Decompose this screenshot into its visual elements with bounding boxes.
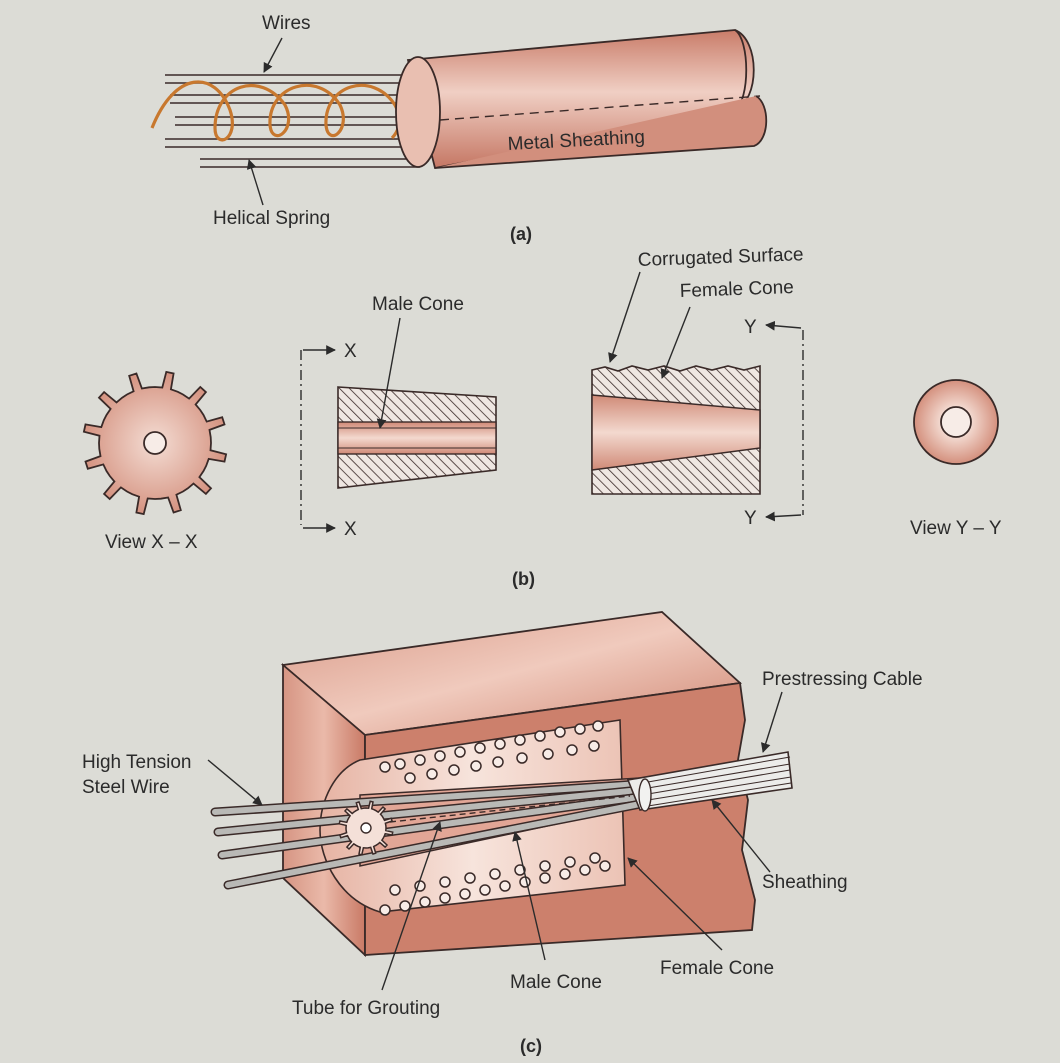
female-cone-label-c: Female Cone — [660, 958, 774, 979]
section-mark-x-bottom: X — [344, 519, 357, 540]
grout-hole — [434, 750, 446, 762]
figure-c: Prestressing Cable High Tension Steel Wi… — [82, 611, 923, 1056]
grout-hole — [539, 872, 551, 884]
figure-a: Wires Metal Sheathing Helical Spring (a) — [150, 13, 768, 244]
tube-grouting-leader — [381, 821, 442, 991]
male-cone-leader-b — [376, 317, 401, 429]
grout-hole — [379, 761, 391, 773]
male-cone-label-b: Male Cone — [372, 294, 464, 315]
grout-hole — [592, 720, 604, 732]
figure-b: View X – X X X Male Cone Corrugated Surf… — [82, 244, 1002, 589]
grout-hole — [464, 872, 476, 884]
section-mark-x-top: X — [344, 341, 357, 362]
grout-hole — [459, 888, 471, 900]
high-tension-wires — [210, 779, 645, 890]
grouting-holes — [379, 720, 611, 916]
grout-hole — [554, 726, 566, 738]
grout-hole — [566, 744, 578, 756]
grout-hole — [419, 896, 431, 908]
grout-hole — [389, 884, 401, 896]
high-tension-label-2: Steel Wire — [82, 777, 170, 798]
grout-hole — [479, 884, 491, 896]
grout-hole — [439, 892, 451, 904]
helical-spring-label: Helical Spring — [213, 208, 330, 229]
grout-hole — [414, 754, 426, 766]
section-line-x — [300, 345, 336, 533]
wires-label: Wires — [262, 13, 311, 34]
grout-hole — [542, 748, 554, 760]
helical-spring-leader — [246, 159, 264, 206]
grout-hole — [534, 730, 546, 742]
grout-hole — [516, 752, 528, 764]
grout-hole — [394, 758, 406, 770]
steel-wire — [212, 781, 643, 815]
steel-wire — [219, 794, 643, 858]
tube-for-grouting-label: Tube for Grouting — [292, 998, 440, 1019]
wires-leader — [263, 37, 283, 73]
female-cone-label-b: Female Cone — [679, 277, 794, 302]
male-cone-section — [337, 386, 497, 489]
steel-wire — [215, 787, 643, 835]
prestressing-cable-label: Prestressing Cable — [762, 669, 923, 690]
female-cone-section — [591, 364, 761, 495]
grout-hole — [588, 740, 600, 752]
grout-hole — [589, 852, 601, 864]
gear-view-x — [82, 370, 228, 516]
helical-spring — [150, 80, 401, 142]
grout-hole — [489, 868, 501, 880]
grout-hole — [599, 860, 611, 872]
view-y-label: View Y – Y — [910, 518, 1002, 539]
metal-sheathing-tube — [395, 29, 768, 170]
grout-hole — [454, 746, 466, 758]
female-cone-leader-c — [627, 857, 723, 951]
grout-hole — [514, 734, 526, 746]
sheathing-leader — [711, 799, 771, 873]
grout-hole — [564, 856, 576, 868]
section-mark-y-top: Y — [744, 317, 757, 338]
grout-hole — [470, 760, 482, 772]
grout-hole — [399, 900, 411, 912]
grout-hole — [514, 864, 526, 876]
ring-view-y — [913, 379, 999, 465]
female-cone-leader-b — [660, 306, 691, 379]
grout-hole — [494, 738, 506, 750]
grout-hole — [474, 742, 486, 754]
grout-hole — [492, 756, 504, 768]
gear-center-hole — [143, 431, 167, 455]
grout-hole — [559, 868, 571, 880]
high-tension-label-1: High Tension — [82, 752, 192, 773]
steel-wire — [225, 801, 643, 888]
grout-hole — [499, 880, 511, 892]
grout-hole — [448, 764, 460, 776]
view-x-label: View X – X — [105, 532, 198, 553]
grout-hole — [574, 723, 586, 735]
grout-hole — [379, 904, 391, 916]
corrugated-surface-leader — [608, 271, 641, 363]
grout-hole — [519, 876, 531, 888]
grout-hole — [404, 772, 416, 784]
male-cone-label-c: Male Cone — [510, 972, 602, 993]
male-cone-leader-c — [512, 831, 546, 961]
grout-hole — [439, 876, 451, 888]
male-cone-axis — [389, 795, 631, 823]
caption-c: (c) — [520, 1036, 542, 1056]
prestressing-cable-leader — [760, 691, 783, 753]
grout-hole — [539, 860, 551, 872]
corrugated-surface-label: Corrugated Surface — [637, 244, 803, 271]
caption-b: (b) — [512, 569, 535, 589]
high-tension-leader — [207, 759, 263, 806]
male-cone-end-gear — [338, 800, 394, 856]
grout-hole — [426, 768, 438, 780]
grout-hole — [579, 864, 591, 876]
end-gear-hole — [360, 822, 372, 834]
section-line-y — [765, 320, 804, 522]
prestressing-cable — [626, 751, 793, 812]
caption-a: (a) — [510, 224, 532, 244]
section-mark-y-bottom: Y — [744, 508, 757, 529]
sheathing-label: Sheathing — [762, 872, 848, 893]
